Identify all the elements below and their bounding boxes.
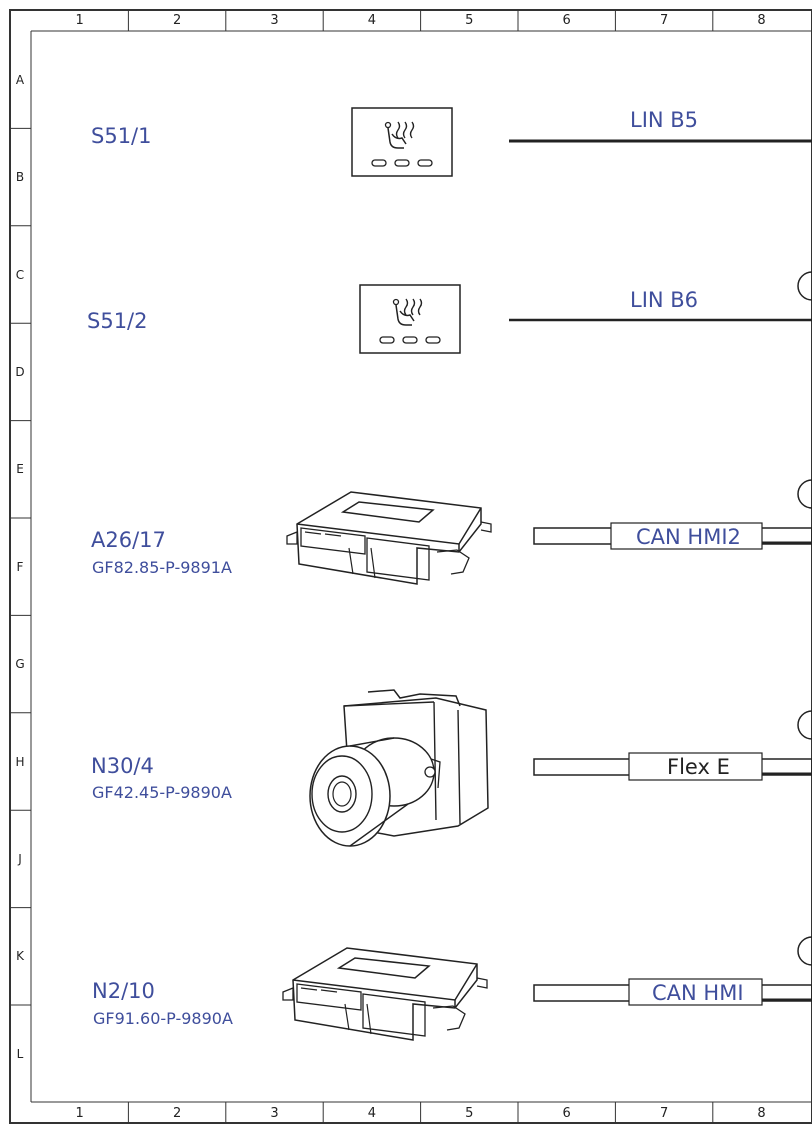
- column-label: 5: [465, 1106, 474, 1121]
- component-code-n30-4: GF42.45-P-9890A: [92, 783, 232, 802]
- connector-circle-partial: [797, 271, 812, 301]
- column-label: 1: [75, 1106, 84, 1121]
- bus-line-flex-e: [533, 752, 812, 781]
- column-label: 7: [659, 13, 669, 28]
- component-id-a26-17: A26/17: [91, 528, 166, 552]
- row-label: A: [15, 72, 25, 87]
- bus-label-lin-b5: LIN B5: [630, 108, 699, 132]
- row-label: K: [16, 949, 24, 964]
- row-label: L: [16, 1046, 24, 1061]
- column-label: 3: [270, 13, 279, 28]
- outer-frame: [9, 9, 812, 1124]
- component-code-n2-10: GF91.60-P-9890A: [93, 1009, 233, 1028]
- component-code-a26-17: GF82.85-P-9891A: [92, 558, 232, 577]
- row-label: G: [15, 657, 25, 672]
- column-label: 8: [757, 13, 766, 28]
- control-unit-icon: [286, 491, 492, 585]
- row-label: J: [18, 851, 22, 866]
- component-id-n2-10: N2/10: [92, 979, 155, 1003]
- bus-label-lin-b6: LIN B6: [630, 288, 699, 312]
- column-label: 2: [172, 1106, 182, 1121]
- row-label: E: [16, 462, 24, 477]
- grid-ticks: [10, 10, 714, 1123]
- connector-circle-partial: [797, 479, 812, 509]
- bus-label-can-hmi2: CAN HMI2: [636, 525, 741, 549]
- column-label: 6: [562, 13, 571, 28]
- component-id-s51-1: S51/1: [91, 124, 152, 148]
- component-id-n30-4: N30/4: [91, 754, 154, 778]
- column-label: 1: [75, 13, 84, 28]
- bus-line-can-hmi2: [533, 522, 812, 550]
- control-unit-icon: [282, 947, 488, 1041]
- abs-unit-icon: [309, 689, 489, 847]
- column-label: 4: [367, 1106, 377, 1121]
- column-label: 6: [562, 1106, 571, 1121]
- connector-circle-partial: [797, 936, 812, 966]
- column-label: 3: [270, 1106, 279, 1121]
- column-label: 8: [757, 1106, 766, 1121]
- component-id-s51-2: S51/2: [87, 309, 148, 333]
- row-label: F: [16, 559, 24, 574]
- row-label: C: [15, 267, 25, 282]
- bus-label-flex-e: Flex E: [667, 755, 730, 779]
- column-label: 7: [659, 1106, 669, 1121]
- bus-line-can-hmi: [533, 978, 812, 1006]
- column-label: 4: [367, 13, 377, 28]
- connector-circle-partial: [797, 710, 812, 740]
- column-label: 2: [172, 13, 182, 28]
- seat-heater-switch-icon: [351, 107, 453, 177]
- seat-heater-switch-icon: [359, 284, 461, 354]
- row-label: B: [15, 170, 25, 185]
- column-label: 5: [465, 13, 474, 28]
- bus-label-can-hmi: CAN HMI: [652, 981, 744, 1005]
- row-label: H: [15, 754, 25, 769]
- row-label: D: [15, 364, 25, 379]
